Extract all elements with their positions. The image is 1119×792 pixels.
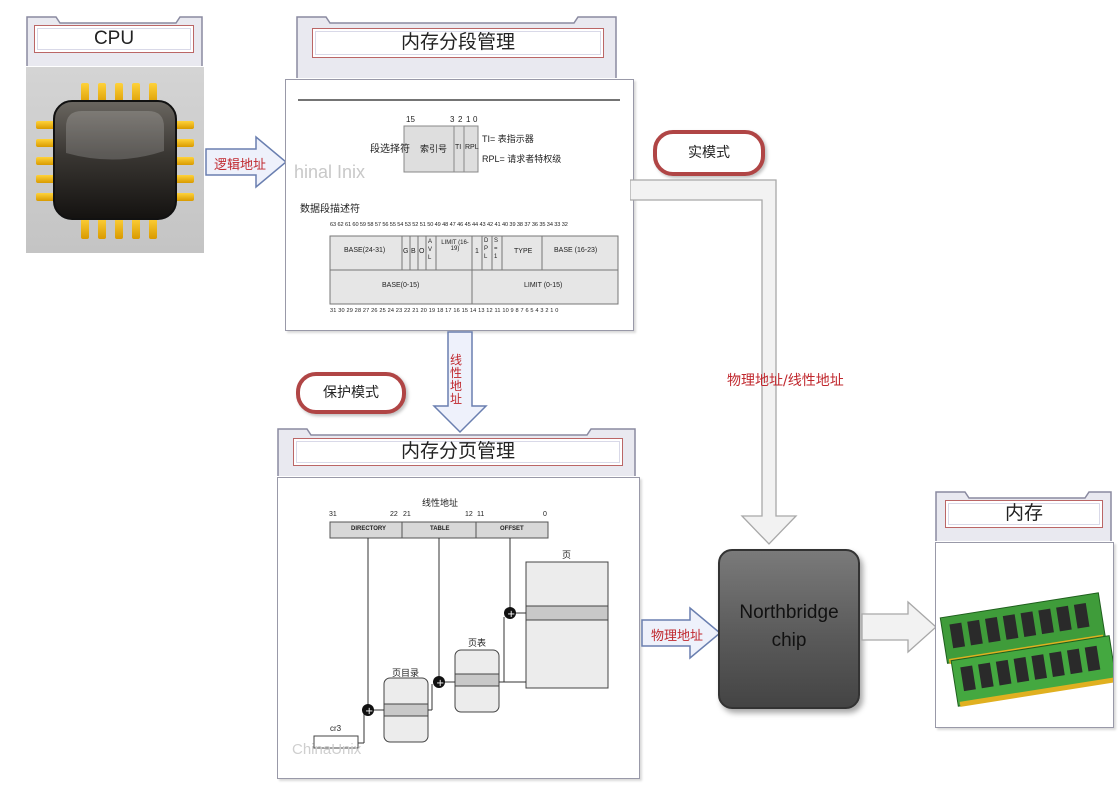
northbridge-label: Northbridge chip (739, 602, 839, 651)
directory-field: DIRECTORY (351, 526, 387, 532)
selector-bit-1: 1 (466, 115, 471, 124)
svg-text:+: + (365, 706, 373, 717)
cpu-panel: CPU (26, 15, 204, 67)
paging-bit-0: 0 (543, 511, 547, 518)
paging-linear-address-label: 线性地址 (422, 498, 459, 508)
real-mode-badge: 实模式 (653, 130, 765, 176)
segmentation-watermark: hinal Inix (294, 162, 366, 182)
field-o: O (419, 248, 425, 255)
memory-title: 内存 (945, 500, 1103, 528)
field-one: 1 (475, 248, 479, 255)
selector-bit-3: 3 (450, 115, 455, 124)
logical-address-arrow (205, 135, 288, 189)
svg-text:+: + (507, 609, 515, 620)
descriptor-label: 数据段描述符 (300, 204, 360, 215)
logical-address-label: 逻辑地址 (214, 158, 267, 173)
page-directory-label: 页目录 (392, 668, 420, 678)
selector-label: 段选择符 (370, 144, 410, 155)
field-dpl: D P L (484, 238, 489, 260)
field-limit-16-19: LIMIT (16-19) (441, 240, 469, 252)
field-base-24-31: BASE(24-31) (344, 247, 386, 254)
field-limit-0-15: LIMIT (0-15) (524, 282, 563, 289)
paging-title: 内存分页管理 (293, 438, 623, 466)
descriptor-top-bits: 63 62 61 60 59 58 57 56 55 54 53 52 51 5… (330, 222, 568, 228)
field-b: B (411, 248, 416, 255)
field-base-0-15: BASE(0-15) (382, 282, 420, 289)
selector-rpl: RPL (465, 144, 479, 151)
memory-panel-tab: 内存 (935, 490, 1113, 542)
linear-address-label: 线性地址 (450, 353, 463, 406)
paging-bit-22: 22 (390, 511, 398, 518)
field-type: TYPE (514, 248, 533, 255)
paging-bit-31: 31 (329, 511, 337, 518)
segment-descriptor-diagram (298, 99, 620, 305)
field-s: S = 1 (494, 238, 499, 260)
physical-linear-label: 物理地址/线性地址 (727, 373, 844, 389)
selector-bit-0: 0 (473, 115, 478, 124)
segmentation-title: 内存分段管理 (312, 28, 604, 58)
paging-panel-tab: 内存分页管理 (277, 427, 637, 477)
paging-diagram: + + + (313, 521, 609, 749)
field-base-16-23: BASE (16-23) (554, 247, 598, 254)
svg-text:+: + (436, 678, 444, 689)
rpl-description: RPL= 请求者特权级 (482, 154, 562, 164)
page-table-label: 页表 (468, 638, 487, 648)
selector-ti: TI (455, 144, 462, 151)
selector-bit-2: 2 (458, 115, 463, 124)
offset-field: OFFSET (500, 526, 524, 532)
cpu-image (26, 67, 204, 253)
physical-address-arrow (641, 606, 722, 660)
segmentation-figure: 15 3 2 1 0 段选择符 索引号 TI RPL TI= 表指示器 RPL=… (285, 79, 634, 331)
ram-module-icon (939, 592, 1117, 707)
selector-bit-15: 15 (406, 115, 415, 124)
memory-image (935, 542, 1117, 728)
table-field: TABLE (430, 526, 450, 532)
paging-bit-11: 11 (477, 511, 485, 518)
descriptor-bottom-bits: 31 30 29 28 27 26 25 24 23 22 21 20 19 1… (330, 308, 559, 314)
cr3-label: cr3 (330, 724, 342, 733)
linear-address-arrow (432, 331, 488, 434)
page-label: 页 (562, 550, 572, 560)
cpu-chip-icon (36, 83, 194, 239)
selector-index: 索引号 (420, 144, 448, 154)
segmentation-panel-tab: 内存分段管理 (296, 15, 618, 79)
paging-watermark: ChinaUnix (292, 741, 362, 758)
field-avl: A V L (428, 239, 433, 261)
paging-figure: + + + 线性地址 31 22 21 12 11 0 DIRECTORY TA… (277, 477, 640, 779)
paging-bit-12: 12 (465, 511, 473, 518)
paging-bit-21: 21 (403, 511, 411, 518)
physical-address-label: 物理地址 (651, 629, 704, 644)
cpu-title: CPU (34, 25, 194, 53)
field-g: G (403, 248, 409, 255)
protected-mode-badge: 保护模式 (296, 372, 406, 414)
ti-description: TI= 表指示器 (482, 134, 534, 144)
northbridge-chip: Northbridge chip (718, 549, 860, 709)
real-mode-arrow (630, 179, 798, 545)
memory-arrow (861, 600, 937, 654)
